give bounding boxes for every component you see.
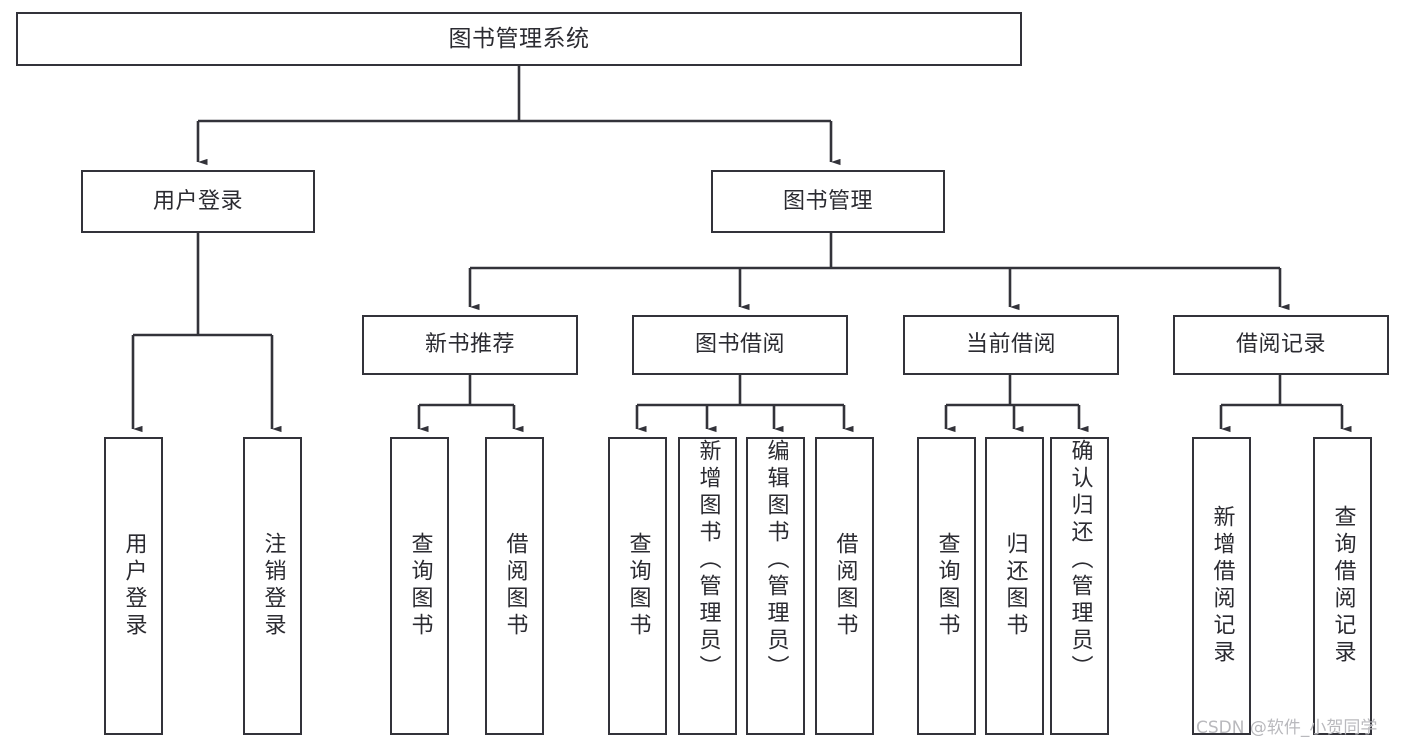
leaf-add-book[interactable]: 新增图书（管理员） <box>678 437 737 735</box>
node-user-login-label: 用户登录 <box>152 188 243 214</box>
leaf-logout-login-label: 注销登录 <box>260 532 286 640</box>
node-book-borrow[interactable]: 图书借阅 <box>632 315 848 375</box>
node-borrow-record[interactable]: 借阅记录 <box>1173 315 1389 375</box>
node-book-borrow-label: 图书借阅 <box>694 332 785 358</box>
leaf-return-book[interactable]: 归还图书 <box>985 437 1044 735</box>
leaf-confirm-return[interactable]: 确认归还（管理员） <box>1050 437 1109 735</box>
node-current-borrow[interactable]: 当前借阅 <box>903 315 1119 375</box>
leaf-add-book-label: 新增图书（管理员） <box>695 439 721 682</box>
node-root-system[interactable]: 图书管理系统 <box>16 12 1022 66</box>
leaf-add-record-label: 新增借阅记录 <box>1209 505 1235 667</box>
leaf-query-book-2[interactable]: 查询图书 <box>608 437 667 735</box>
leaf-confirm-return-label: 确认归还（管理员） <box>1067 439 1093 682</box>
node-new-book-recommend-label: 新书推荐 <box>424 332 515 358</box>
node-current-borrow-label: 当前借阅 <box>965 332 1056 358</box>
leaf-edit-book[interactable]: 编辑图书（管理员） <box>746 437 805 735</box>
node-user-login[interactable]: 用户登录 <box>81 170 315 233</box>
node-borrow-record-label: 借阅记录 <box>1235 332 1326 358</box>
leaf-query-record-label: 查询借阅记录 <box>1330 505 1356 667</box>
leaf-borrow-book-2[interactable]: 借阅图书 <box>815 437 874 735</box>
leaf-add-record[interactable]: 新增借阅记录 <box>1192 437 1251 735</box>
leaf-query-book-3-label: 查询图书 <box>934 532 960 640</box>
leaf-user-login-label: 用户登录 <box>121 532 147 640</box>
leaf-borrow-book-1-label: 借阅图书 <box>502 532 528 640</box>
node-root-system-label: 图书管理系统 <box>448 25 590 52</box>
leaf-borrow-book-2-label: 借阅图书 <box>832 532 858 640</box>
leaf-borrow-book-1[interactable]: 借阅图书 <box>485 437 544 735</box>
leaf-query-book-3[interactable]: 查询图书 <box>917 437 976 735</box>
node-new-book-recommend[interactable]: 新书推荐 <box>362 315 578 375</box>
leaf-query-record[interactable]: 查询借阅记录 <box>1313 437 1372 735</box>
node-book-manage-label: 图书管理 <box>782 188 873 214</box>
leaf-user-login[interactable]: 用户登录 <box>104 437 163 735</box>
csdn-watermark: CSDN @软件_小贺同学 <box>1196 718 1378 738</box>
leaf-query-book-2-label: 查询图书 <box>625 532 651 640</box>
leaf-query-book-1-label: 查询图书 <box>407 532 433 640</box>
leaf-return-book-label: 归还图书 <box>1002 532 1028 640</box>
leaf-query-book-1[interactable]: 查询图书 <box>390 437 449 735</box>
leaf-edit-book-label: 编辑图书（管理员） <box>763 439 789 682</box>
node-book-manage[interactable]: 图书管理 <box>711 170 945 233</box>
leaf-logout-login[interactable]: 注销登录 <box>243 437 302 735</box>
